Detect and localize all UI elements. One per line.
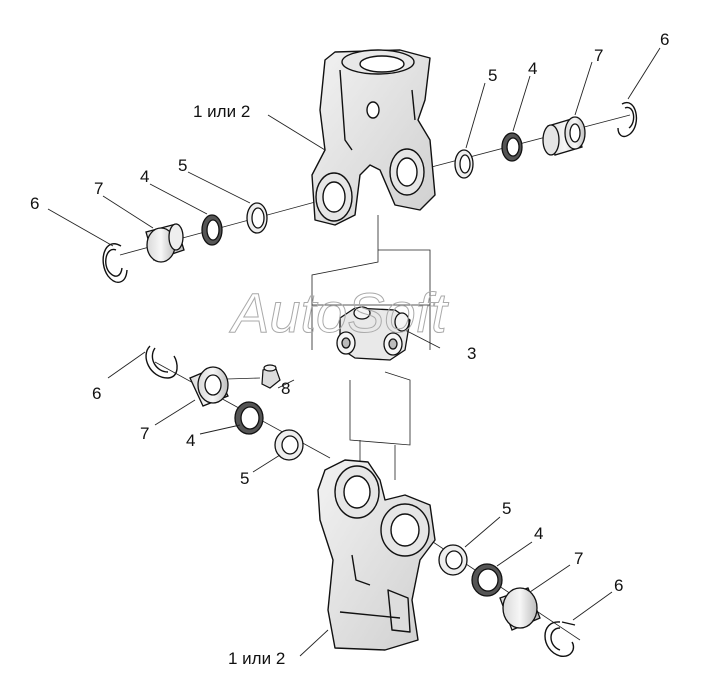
leader-lines: [47, 47, 661, 657]
label-seal-lower-right: 4: [534, 524, 544, 543]
snap-ring-lower-left: [145, 345, 178, 379]
bearing-cup-lower-left: [189, 366, 229, 407]
bearing-cup-upper-right: [542, 116, 586, 156]
seal-upper-left: [201, 214, 223, 246]
label-bearing-cup-lower-right: 7: [574, 549, 584, 568]
bearing-cup-lower-right: [499, 587, 541, 631]
watermark-text: AutoSoft: [229, 281, 449, 344]
label-snap-ring-upper-right: 6: [660, 30, 670, 49]
label-washer-lower-right: 5: [502, 499, 512, 518]
upper-fork: [311, 49, 436, 226]
snap-ring-upper-right: [617, 101, 638, 138]
snap-ring-upper-left: [102, 243, 128, 283]
label-cross: 3: [467, 344, 477, 363]
washer-lower-right: [438, 544, 468, 576]
snap-ring-lower-right: [544, 621, 576, 657]
label-snap-ring-lower-left: 6: [92, 384, 102, 403]
seal-lower-right: [471, 563, 503, 597]
washer-upper-right: [454, 149, 474, 179]
label-washer-upper-right: 5: [488, 66, 498, 85]
label-washer-upper-left: 5: [178, 156, 188, 175]
label-seal-upper-left: 4: [140, 167, 150, 186]
watermark: AutoSoft: [229, 281, 450, 345]
cross: [336, 306, 411, 361]
label-seal-lower-left: 4: [186, 431, 196, 450]
bearing-cup-upper-left: [145, 223, 185, 263]
label-bearing-cup-upper-right: 7: [594, 46, 604, 65]
washer-lower-left: [274, 429, 304, 461]
seal-lower-left: [234, 401, 264, 435]
label-snap-ring-upper-left: 6: [30, 194, 40, 213]
label-snap-ring-lower-right: 6: [614, 576, 624, 595]
label-grease-fitting: 8: [281, 379, 291, 398]
label-bearing-cup-upper-left: 7: [94, 179, 104, 198]
label-upper-fork: 1 или 2: [193, 102, 251, 121]
grease-fitting: [261, 364, 281, 389]
label-washer-lower-left: 5: [240, 469, 250, 488]
seal-upper-right: [501, 132, 523, 162]
washer-upper-left: [246, 202, 268, 234]
label-bearing-cup-lower-left: 7: [140, 424, 150, 443]
lower-fork: [317, 459, 436, 651]
label-seal-upper-right: 4: [528, 59, 538, 78]
label-lower-fork: 1 или 2: [228, 649, 286, 668]
